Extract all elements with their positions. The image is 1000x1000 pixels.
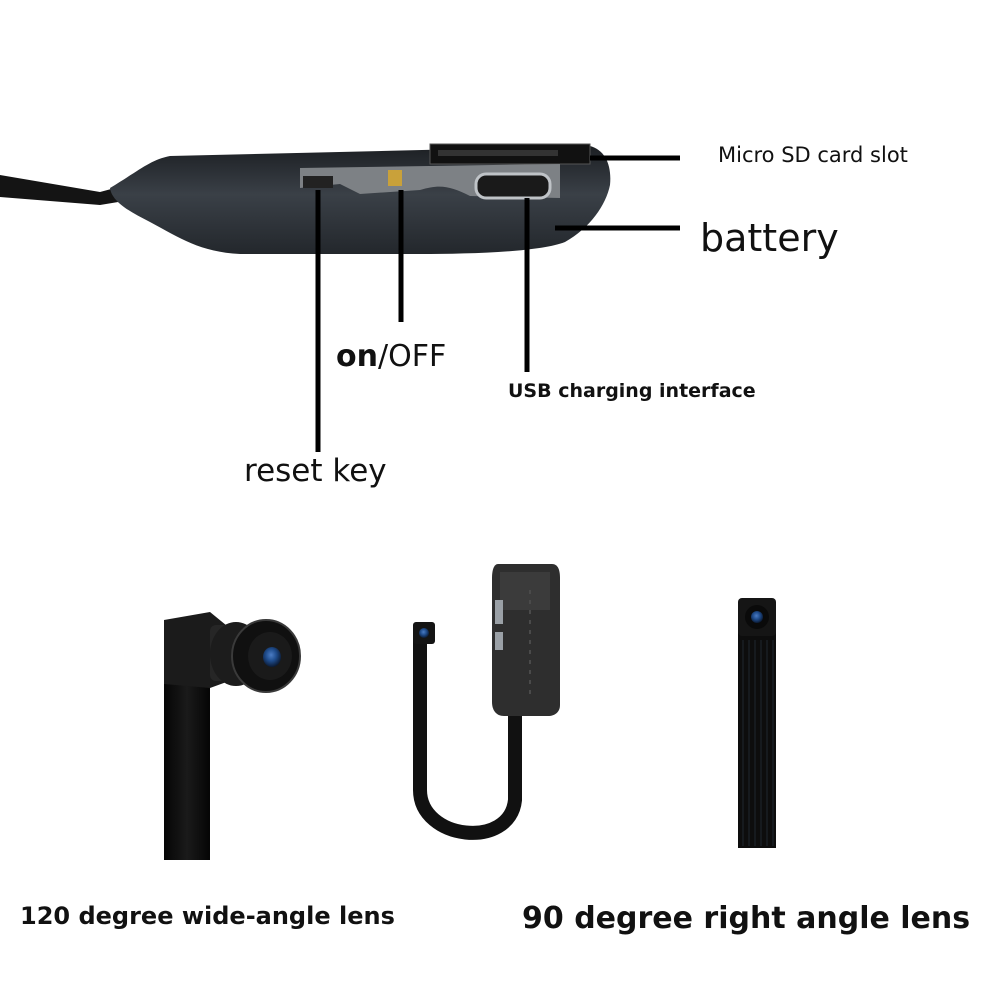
- right-angle-lens-icon: [738, 598, 776, 848]
- reset-button-part: [303, 176, 333, 188]
- reset-key-label: reset key: [244, 453, 387, 489]
- camera-board-icon: [0, 143, 611, 254]
- leader-lines: [315, 155, 680, 452]
- right-angle-lens-caption: 90 degree right angle lens: [522, 901, 971, 936]
- usb-port: [474, 172, 552, 200]
- camera-board-with-ribbon-icon: [413, 564, 560, 840]
- wide-angle-lens-icon: [164, 612, 301, 860]
- usb-label: USB charging interface: [508, 380, 756, 402]
- board-ribbon: [413, 640, 522, 840]
- micro-sd-label: Micro SD card slot: [718, 143, 908, 167]
- switch-part: [388, 170, 402, 186]
- off-label-part: /OFF: [377, 339, 447, 374]
- wide-angle-lens-caption: 120 degree wide-angle lens: [20, 902, 395, 930]
- right-lens-glass: [751, 611, 763, 623]
- cable-tail: [0, 175, 130, 205]
- on-label-part: on: [336, 339, 378, 374]
- battery-label: battery: [700, 216, 839, 260]
- right-lens-ribbon: [738, 632, 776, 848]
- on-off-label: on/OFF: [336, 339, 446, 374]
- wide-lens-glass: [263, 647, 281, 667]
